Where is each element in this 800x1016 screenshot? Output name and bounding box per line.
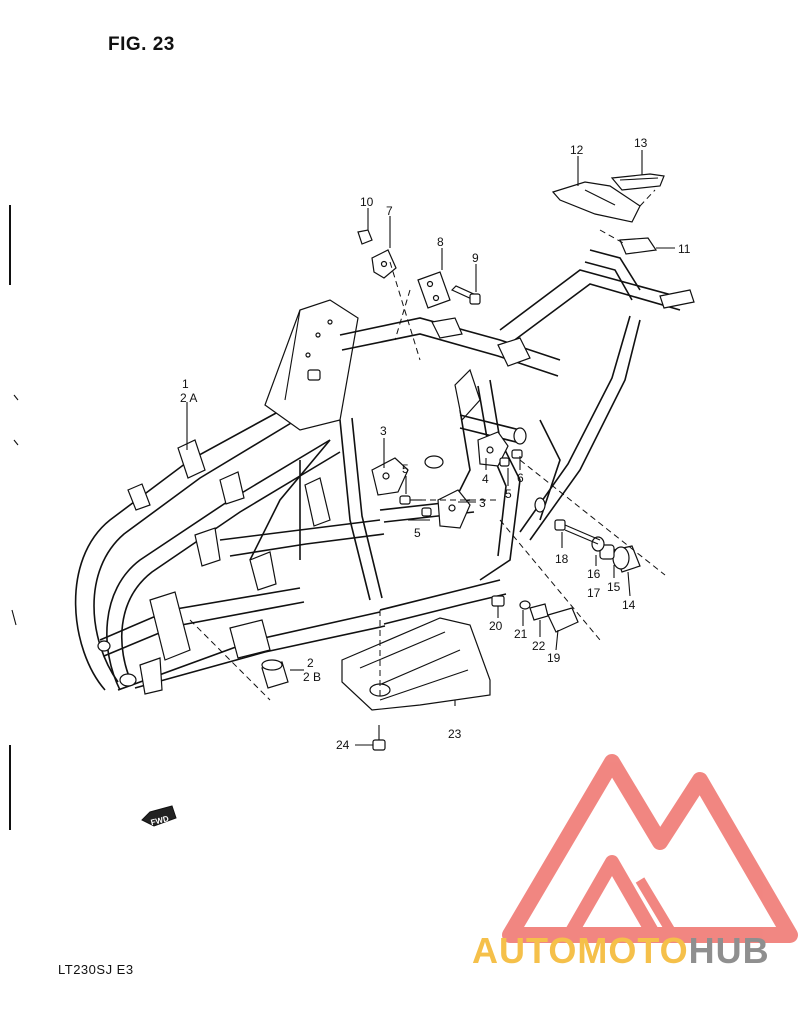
callout-23: 23 — [448, 727, 462, 741]
main-frame — [74, 249, 695, 695]
callout-15: 15 — [607, 580, 621, 594]
callout-24: 24 — [336, 738, 350, 752]
watermark-text: AUTOMOTOHUB — [472, 930, 770, 972]
callout-5-lower: 5 — [414, 526, 421, 540]
callout-4: 4 — [482, 472, 489, 486]
callout-2: 2 — [307, 656, 314, 670]
watermark-logo — [502, 754, 798, 943]
lower-fastener-set — [491, 595, 579, 633]
mount-brackets — [371, 431, 509, 529]
assembly-guide-lines — [189, 189, 666, 701]
callout-12: 12 — [570, 143, 584, 157]
callout-16: 16 — [587, 567, 601, 581]
model-code: LT230SJ E3 — [58, 962, 134, 977]
bushing-part — [261, 659, 304, 689]
callout-2b: 2 B — [303, 670, 321, 684]
fwd-label: FWD — [150, 814, 170, 827]
scan-edge-marks — [9, 205, 19, 830]
callout-2a: 2 A — [180, 391, 197, 405]
watermark-text-part2: HUB — [688, 930, 770, 971]
callout-6: 6 — [517, 471, 524, 485]
watermark-text-part1: AUTOMOTO — [472, 930, 689, 971]
callout-8: 8 — [437, 235, 444, 249]
callout-19: 19 — [547, 651, 561, 665]
rear-bushing-set — [591, 536, 641, 573]
seat-cover — [551, 181, 641, 223]
callout-labels: 1 2 A 2 2 B 3 3 4 5 5 5 6 7 8 9 10 11 12… — [180, 136, 691, 752]
skid-plate — [341, 617, 491, 711]
upper-plates — [357, 229, 481, 309]
callout-22: 22 — [532, 639, 546, 653]
fwd-arrow-tag: FWD — [141, 805, 177, 827]
callout-10: 10 — [360, 195, 374, 209]
rubber-pad — [619, 237, 658, 255]
callout-11: 11 — [678, 242, 691, 256]
long-bolt — [554, 519, 601, 545]
callout-1: 1 — [182, 377, 189, 391]
skid-bolt — [372, 725, 386, 751]
callout-13: 13 — [634, 136, 648, 150]
leader-lines — [186, 150, 675, 746]
callout-3-right: 3 — [479, 496, 486, 510]
retaining-clip — [610, 173, 665, 191]
callout-3-left: 3 — [380, 424, 387, 438]
callout-5-rear: 5 — [505, 487, 512, 501]
figure-title: FIG. 23 — [108, 34, 175, 55]
callout-5-upper: 5 — [402, 462, 409, 476]
callout-20: 20 — [489, 619, 503, 633]
callout-17: 17 — [587, 586, 601, 600]
callout-21: 21 — [514, 627, 528, 641]
callout-14: 14 — [622, 598, 636, 612]
callout-18: 18 — [555, 552, 569, 566]
callout-7: 7 — [386, 204, 393, 218]
callout-9: 9 — [472, 251, 479, 265]
